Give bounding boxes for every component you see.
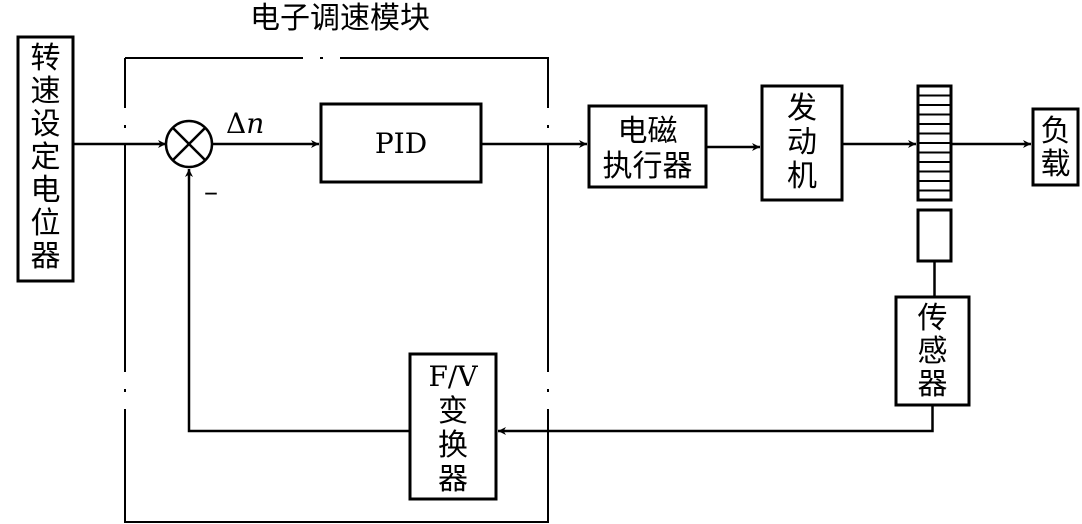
sensor-char: 器 [918,367,948,402]
load-char: 载 [1041,147,1071,182]
module-title: 电子调速模块 [250,1,430,36]
fv-char: 换 [438,428,468,463]
load-char: 负 [1041,114,1071,149]
pid-block: PID [319,102,483,184]
engine-char: 机 [787,159,817,194]
setpoint-char: 转 [31,41,61,76]
setpoint-char: 定 [31,140,61,175]
actuator-line-1: 电磁 [618,114,678,149]
sensor-char: 感 [918,334,948,369]
setpoint-char: 器 [31,239,61,274]
fv-char: 器 [438,462,468,497]
setpoint-char: 电 [31,173,61,208]
fv-converter-block: F/V 变 换 器 [408,352,498,501]
feedback-arrow [185,169,410,433]
pickup-element [916,208,953,263]
summing-junction [164,119,214,169]
load-block: 负 载 [1031,107,1080,187]
fv-char: 变 [438,394,468,429]
engine-block: 发 动 机 [760,84,844,202]
em-actuator-block: 电磁 执行器 [587,104,708,189]
speed-setpoint-block: 转 速 设 定 电 位 器 [16,35,75,283]
sensor-to-converter-arrow [498,405,934,435]
engine-char: 动 [787,125,817,160]
pid-label: PID [375,127,427,160]
error-label: Δn [226,107,264,140]
flywheel-gear [916,84,953,202]
sensor-char: 传 [918,301,948,336]
actuator-line-2: 执行器 [603,149,693,184]
setpoint-char: 速 [31,74,61,109]
setpoint-char: 位 [31,206,61,241]
module-boundary [124,57,549,523]
engine-char: 发 [787,91,817,126]
setpoint-char: 设 [31,107,61,142]
feedback-minus-sign: – [204,175,218,208]
fv-label: F/V [428,360,478,393]
sensor-block: 传 感 器 [894,295,971,407]
